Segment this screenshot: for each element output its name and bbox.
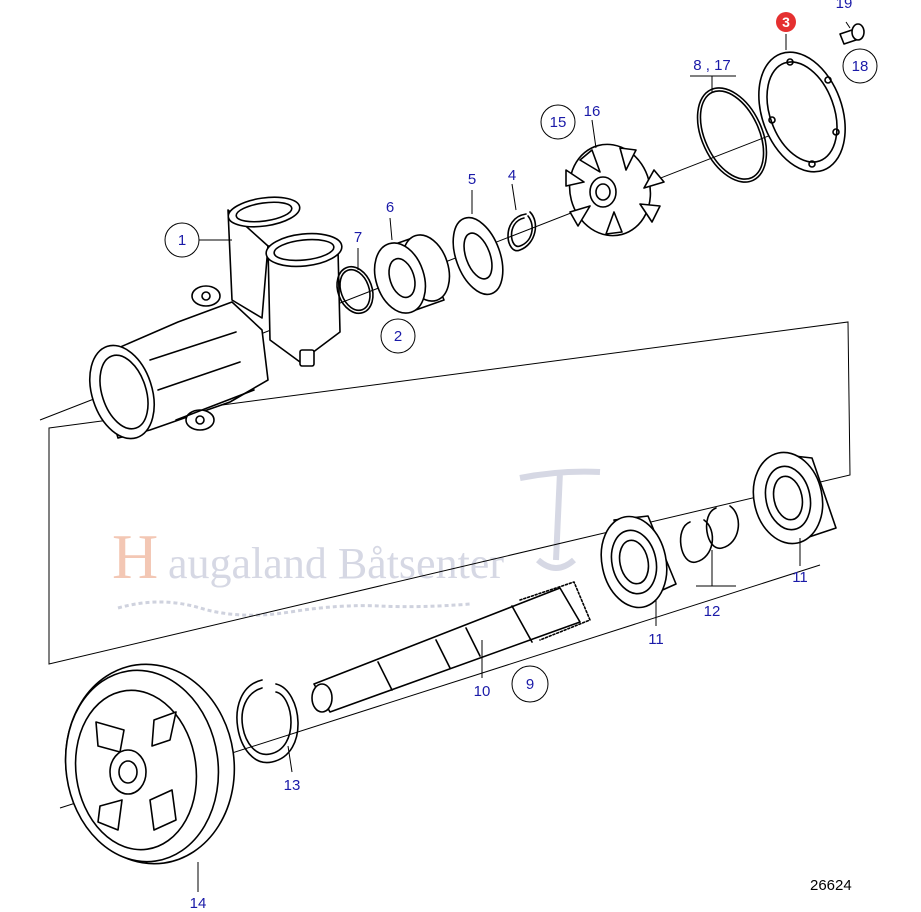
callout-8-17: 8 , 17: [693, 57, 731, 74]
callout-labels: 1 2 3 4 5 6 7 8 , 17 9 10 11 11 12 13 14…: [178, 0, 869, 912]
callout-highlight-3: [776, 12, 796, 32]
group-frame: [48, 321, 851, 665]
watermark: H augaland Båtsenter: [112, 468, 601, 617]
callout-6: 6: [386, 199, 394, 216]
callout-9: 9: [526, 676, 534, 693]
callout-11-left: 11: [648, 631, 664, 648]
callout-10: 10: [474, 683, 491, 700]
callout-circle-18: [842, 48, 878, 84]
callout-4: 4: [508, 167, 516, 184]
callout-15: 15: [550, 114, 567, 131]
document-number: 26624: [810, 877, 852, 894]
callout-circle-9: [511, 665, 549, 703]
watermark-anchor-icon: [519, 468, 601, 571]
screw-19: [839, 23, 865, 45]
shaft-10: [311, 581, 591, 713]
watermark-text: augaland Båtsenter: [168, 539, 504, 588]
callout-18: 18: [852, 58, 869, 75]
callout-19: 19: [836, 0, 853, 12]
leader-lines: [197, 21, 851, 892]
callout-circle-1: [164, 222, 200, 258]
callout-7: 7: [354, 229, 362, 246]
circlip-13: [236, 679, 299, 764]
callout-16: 16: [584, 103, 601, 120]
callout-12: 12: [704, 603, 721, 620]
cover-plate-3: [758, 51, 846, 173]
bearing-11-left: [600, 515, 677, 609]
circlip-12-a: [705, 505, 740, 549]
callout-3: 3: [782, 14, 790, 30]
callout-circle-2: [380, 318, 416, 354]
circlip-12-b: [679, 519, 714, 563]
callout-11-right: 11: [792, 569, 808, 586]
callout-14: 14: [190, 895, 207, 912]
pump-housing: [89, 196, 343, 440]
callout-circle-15: [540, 104, 576, 140]
o-ring-7: [336, 265, 374, 315]
circlip-4: [507, 211, 537, 252]
bearing-11-right: [752, 451, 837, 545]
washer-5: [452, 216, 504, 296]
callout-13: 13: [284, 777, 301, 794]
o-ring-8-17: [696, 87, 768, 183]
callout-5: 5: [468, 171, 476, 188]
seal-6: [373, 234, 451, 314]
callout-1: 1: [178, 232, 186, 249]
pulley-14: [64, 663, 236, 865]
impeller-16: [565, 143, 665, 237]
watermark-initial: H: [112, 521, 158, 592]
callout-2: 2: [394, 328, 402, 345]
watermark-chain: [117, 600, 471, 617]
